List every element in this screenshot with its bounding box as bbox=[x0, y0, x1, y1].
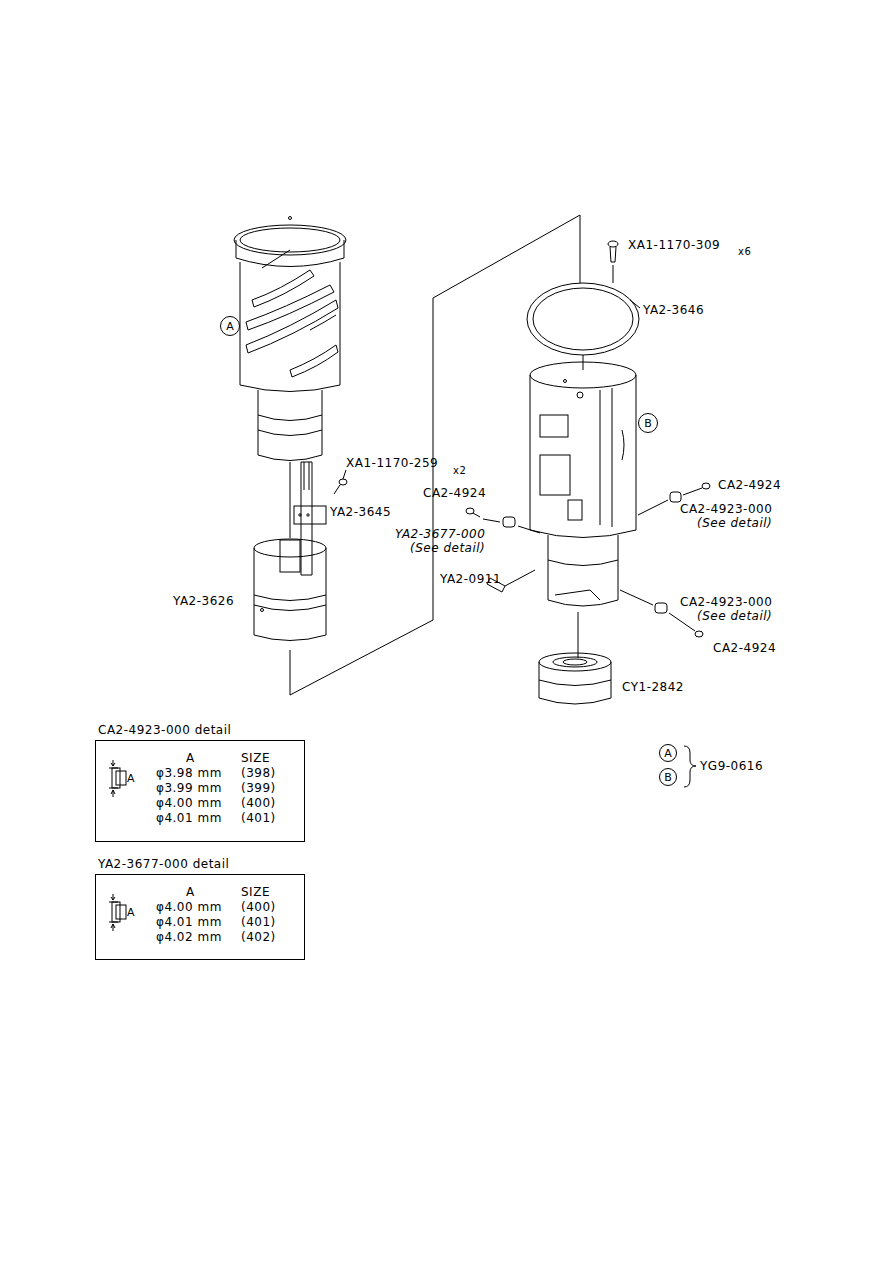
table-cell: φ4.01 mm bbox=[156, 811, 222, 825]
part-number: XA1-1170-309 bbox=[628, 238, 720, 252]
table-cell: φ4.01 mm bbox=[156, 915, 222, 929]
part-number: CA2-4923-000 bbox=[680, 502, 772, 516]
reference-circle: B bbox=[659, 768, 677, 786]
table-cell: SIZE bbox=[241, 885, 270, 899]
table-cell: A bbox=[127, 772, 135, 786]
part-number: XA1-1170-259 bbox=[346, 456, 438, 470]
table-cell: (400) bbox=[241, 796, 276, 810]
table-cell: (401) bbox=[241, 811, 276, 825]
reference-letter: B bbox=[644, 417, 652, 430]
table-heading: CA2-4923-000 detail bbox=[98, 723, 231, 737]
reference-circle: B bbox=[638, 413, 658, 433]
part-number: YA2-3645 bbox=[330, 505, 391, 519]
part-number: YA2-3646 bbox=[643, 303, 704, 317]
table-cell: SIZE bbox=[241, 751, 270, 765]
table-cell: φ3.99 mm bbox=[156, 781, 222, 795]
detail-table: YA2-3677-000 detailAASIZEφ4.00 mm(400)φ4… bbox=[95, 874, 305, 960]
part-number: CA2-4923-000 bbox=[680, 595, 772, 609]
part-number: (See detail) bbox=[410, 541, 485, 555]
reference-circle: A bbox=[220, 316, 240, 336]
part-number: CY1-2842 bbox=[622, 680, 684, 694]
part-number: (See detail) bbox=[697, 609, 772, 623]
part-number: (See detail) bbox=[697, 516, 772, 530]
part-number: YA2-3677-000 bbox=[395, 527, 485, 541]
bushing-symbol bbox=[106, 759, 146, 799]
detail-table: CA2-4923-000 detailAASIZEφ3.98 mm(398)φ3… bbox=[95, 740, 305, 842]
part-number: CA2-4924 bbox=[713, 641, 776, 655]
reference-letter: A bbox=[664, 747, 672, 760]
table-cell: (400) bbox=[241, 900, 276, 914]
table-cell: A bbox=[186, 751, 195, 765]
table-cell: (399) bbox=[241, 781, 276, 795]
table-heading: YA2-3677-000 detail bbox=[98, 857, 229, 871]
table-cell: φ3.98 mm bbox=[156, 766, 222, 780]
quantity-label: x2 bbox=[453, 464, 466, 478]
bushing-symbol bbox=[106, 893, 146, 933]
table-cell: (402) bbox=[241, 930, 276, 944]
table-cell: φ4.00 mm bbox=[156, 900, 222, 914]
table-cell: (401) bbox=[241, 915, 276, 929]
quantity-label: x6 bbox=[738, 245, 751, 259]
part-number: YA2-0911 bbox=[440, 572, 501, 586]
table-cell: A bbox=[127, 906, 135, 920]
part-number: YG9-0616 bbox=[700, 759, 763, 773]
table-cell: A bbox=[186, 885, 195, 899]
part-number: CA2-4924 bbox=[423, 486, 486, 500]
part-number: CA2-4924 bbox=[718, 478, 781, 492]
table-cell: φ4.00 mm bbox=[156, 796, 222, 810]
reference-letter: B bbox=[664, 771, 672, 784]
part-number: YA2-3626 bbox=[173, 594, 234, 608]
reference-letter: A bbox=[226, 320, 234, 333]
table-cell: φ4.02 mm bbox=[156, 930, 222, 944]
table-cell: (398) bbox=[241, 766, 276, 780]
reference-circle: A bbox=[659, 744, 677, 762]
